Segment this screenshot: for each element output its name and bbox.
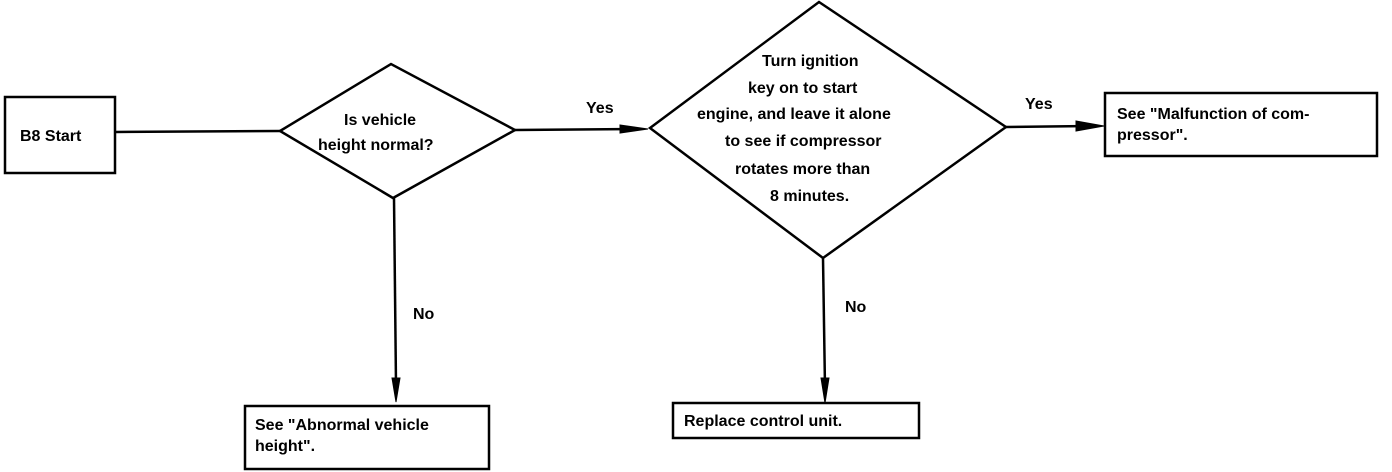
result-malfunction-box (1103, 91, 1379, 158)
result-malfunction-line-1: See "Malfunction of com- (1117, 106, 1309, 123)
connector-start-to-height (114, 129, 281, 134)
decision-compressor-line-6: 8 minutes. (770, 188, 849, 205)
edge-label-compressor-yes: Yes (1025, 96, 1053, 113)
result-abnormal-height-line-2: height". (255, 438, 315, 455)
result-abnormal-height-line-1: See "Abnormal vehicle (255, 417, 429, 434)
edge-label-height-yes: Yes (586, 100, 614, 117)
arrowhead-compressor-no (820, 377, 830, 404)
connector-height-no (392, 197, 398, 386)
decision-compressor-line-5: rotates more than (735, 161, 870, 178)
result-replace-unit-box (671, 401, 921, 440)
result-replace-control-unit: Replace control unit. (671, 401, 921, 440)
result-replace-unit-line-1: Replace control unit. (684, 413, 842, 430)
arrowhead-height-no (391, 377, 401, 403)
decision-compressor-line-2: key on to start (748, 80, 858, 97)
edge-label-height-no: No (413, 306, 435, 323)
result-malfunction-of-compressor: See "Malfunction of com- pressor". (1103, 91, 1379, 158)
result-abnormal-vehicle-height: See "Abnormal vehicle height". (243, 404, 491, 471)
arrowhead-compressor-yes (1075, 120, 1105, 132)
connector-height-yes (514, 127, 641, 132)
decision-compressor-line-3: engine, and leave it alone (697, 106, 891, 123)
result-abnormal-height-box (243, 404, 491, 471)
start-box (3, 95, 117, 175)
decision-compressor: Turn ignition key on to start engine, an… (647, 0, 1009, 260)
connector-compressor-no (821, 257, 827, 389)
result-malfunction-line-2: pressor". (1117, 127, 1188, 144)
arrowhead-height-yes (619, 124, 649, 134)
start-label: B8 Start (20, 128, 82, 145)
decision-height-diamond (277, 62, 518, 200)
decision-compressor-diamond (647, 0, 1009, 260)
start-node: B8 Start (3, 95, 117, 175)
decision-compressor-line-1: Turn ignition (762, 53, 859, 70)
decision-height-line-1: Is vehicle (344, 112, 416, 129)
decision-compressor-line-4: to see if compressor (725, 133, 882, 150)
decision-height-line-2: height normal? (318, 137, 434, 154)
decision-vehicle-height: Is vehicle height normal? (277, 62, 518, 200)
edge-label-compressor-no: No (845, 299, 867, 316)
